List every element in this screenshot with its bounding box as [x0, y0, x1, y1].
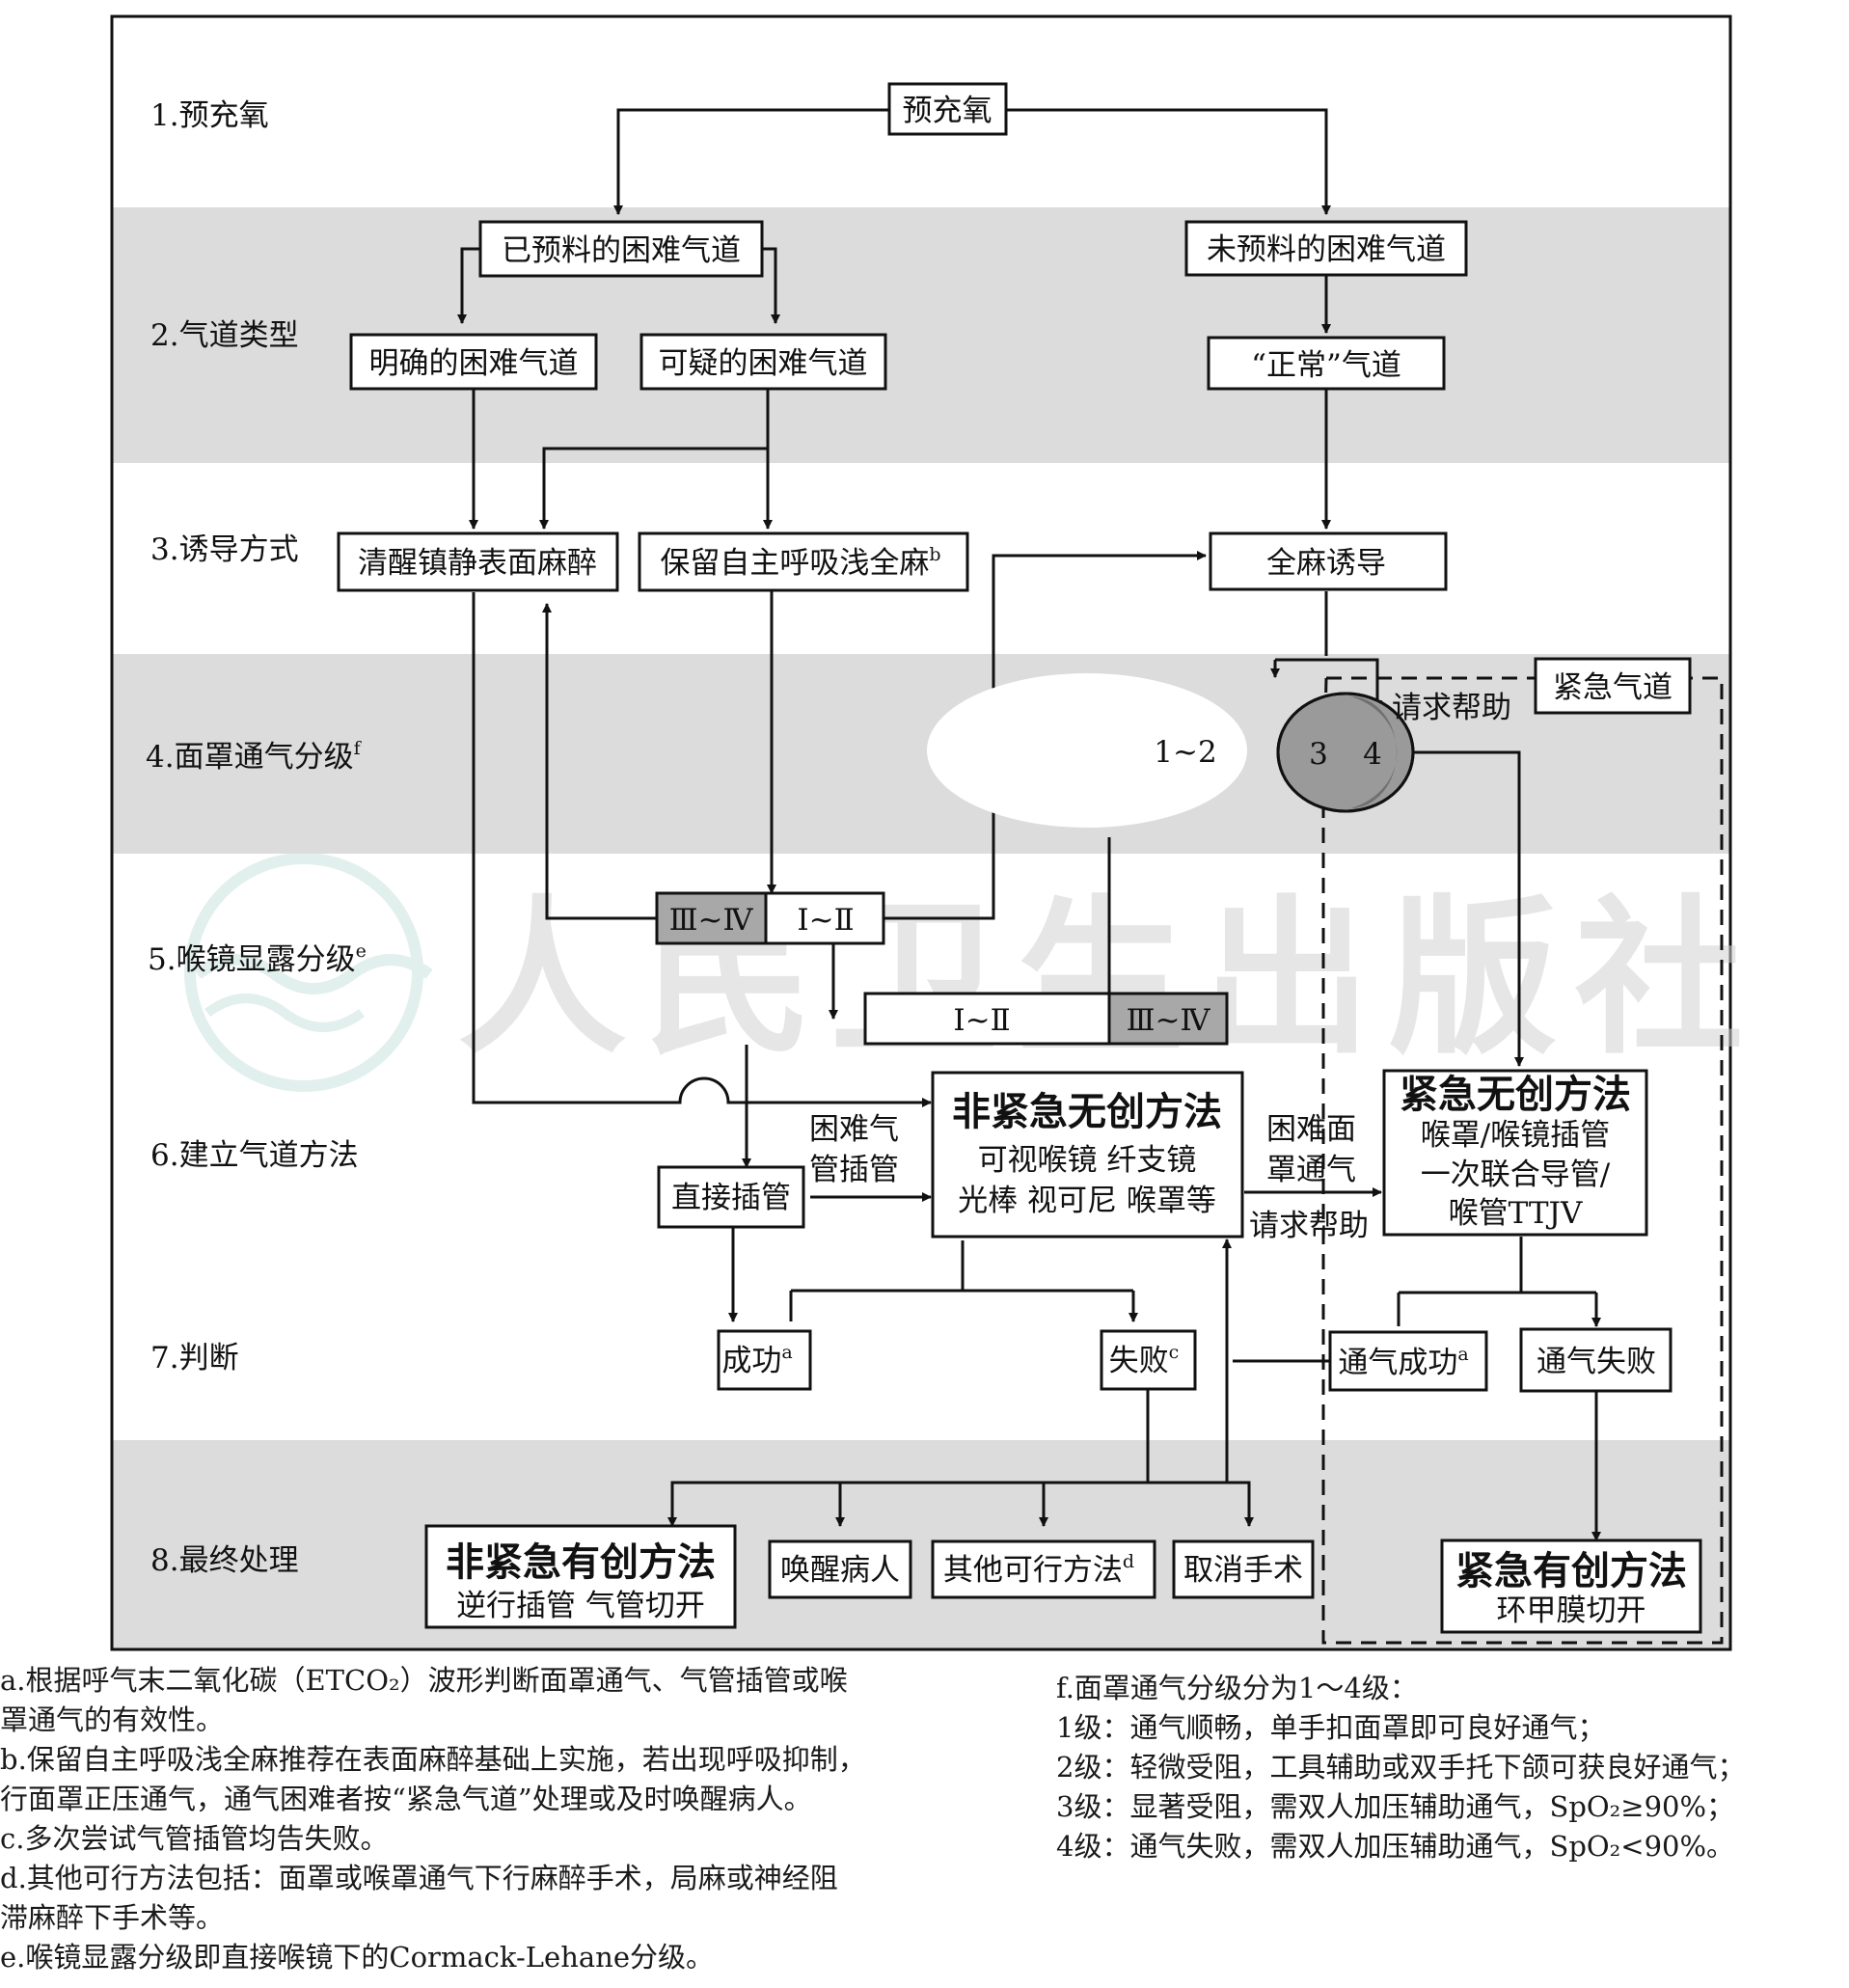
preoxygenation-box [887, 82, 1008, 136]
cancel-surgery-box [1172, 1539, 1315, 1599]
footnote-c: c.多次尝试气管插管均告失败。 [0, 1822, 389, 1855]
emergency-airway-label-text: 紧急气道 [1553, 670, 1672, 705]
wake-patient-text: 唤醒病人 [780, 1553, 900, 1588]
footnote-f-grade3: 3级：显著受阻，需双人加压辅助通气，SpO₂≥90%； [1056, 1790, 1735, 1823]
footnote-b-line1: b.保留自主呼吸浅全麻推荐在表面麻醉基础上实施，若出现呼吸抑制， [0, 1743, 866, 1776]
unanticipated-difficult-airway-box [1184, 220, 1468, 277]
step-label-induction: 3.诱导方式 [150, 532, 299, 567]
ventilation-success-text: 通气成功a [1338, 1344, 1468, 1380]
other-feasible-methods-box [931, 1539, 1156, 1599]
nonurgent-noninvasive-line2: 光棒 视可尼 喉罩等 [958, 1184, 1216, 1218]
cl-grade-bar-upper: Ⅲ~Ⅳ Ⅰ~Ⅱ [655, 891, 885, 945]
nonurgent-noninvasive-title: 非紧急无创方法 [952, 1089, 1222, 1134]
ventilation-failure-text: 通气失败 [1536, 1345, 1656, 1379]
spontaneous-breathing-text: 保留自主呼吸浅全麻b [660, 544, 940, 581]
other-feasible-methods-text: 其他可行方法d [943, 1551, 1134, 1588]
footnote-d-line1: d.其他可行方法包括：面罩或喉罩通气下行麻醉手术，局麻或神经阻 [0, 1862, 838, 1894]
grade-1-2-ellipse [927, 673, 1247, 828]
difficult-mask-line1: 困难面 [1266, 1112, 1356, 1147]
step-label-laryngoscopy: 5.喉镜显露分级e [148, 940, 367, 977]
wake-patient-box [768, 1539, 912, 1599]
difficult-airway-flowchart: 人民卫生出版社 1.预充氧 2.气道类型 3.诱导方式 4.面罩通气分级f 5.… [110, 14, 1744, 1651]
success-text: 成功a [721, 1342, 792, 1378]
difficult-mask-line2: 罩通气 [1266, 1153, 1356, 1187]
suspected-difficult-airway-box [639, 333, 887, 391]
footnote-f-grade2: 2级：轻微受阻，工具辅助或双手托下颌可获良好通气； [1056, 1751, 1746, 1784]
grade-1-2-label: 1~2 [1154, 735, 1216, 770]
footnote-f-grade1: 1级：通气顺畅，单手扣面罩即可良好通气； [1056, 1711, 1606, 1744]
cancel-surgery-text: 取消手术 [1183, 1553, 1303, 1588]
nonurgent-noninvasive-line1: 可视喉镜 纤支镜 [978, 1143, 1197, 1178]
fail-box [1100, 1329, 1197, 1391]
awake-sedation-box [337, 531, 619, 592]
footnote-f-grade4: 4级：通气失败，需双人加压辅助通气，SpO₂<90%。 [1056, 1830, 1735, 1863]
footnote-e: e.喉镜显露分级即直接喉镜下的Cormack-Lehane分级。 [0, 1941, 715, 1974]
step-label-preoxygenation: 1.预充氧 [150, 98, 269, 133]
cl-grade-bar-lower: Ⅰ~Ⅱ Ⅲ~Ⅳ [863, 992, 1229, 1046]
cl-lower-grade-1-2: Ⅰ~Ⅱ [953, 1003, 1010, 1038]
difficult-intubation-line2: 管插管 [809, 1153, 899, 1187]
anticipated-difficult-airway-box [478, 220, 764, 278]
step-label-judgement: 7.判断 [150, 1341, 239, 1375]
grade-3-4-oval [1276, 692, 1415, 813]
urgent-invasive-sub: 环甲膜切开 [1497, 1593, 1646, 1628]
grade-3-label: 3 [1309, 737, 1328, 772]
difficult-intubation-line1: 困难气 [809, 1112, 899, 1147]
footnote-a-line2: 罩通气的有效性。 [0, 1703, 225, 1736]
call-for-help-text: 请求帮助 [1392, 691, 1511, 725]
general-anesthesia-induction-text: 全麻诱导 [1266, 546, 1386, 581]
awake-sedation-text: 清醒镇静表面麻醉 [358, 546, 597, 581]
anticipated-difficult-airway-text: 已预料的困难气道 [502, 233, 741, 268]
normal-airway-box [1207, 336, 1446, 391]
cl-upper-grade-1-2: Ⅰ~Ⅱ [797, 903, 854, 938]
spontaneous-breathing-box [638, 531, 969, 592]
footnotes-left: a.根据呼气末二氧化碳（ETCO₂）波形判断面罩通气、气管插管或喉 罩通气的有效… [0, 1661, 866, 1977]
success-box [717, 1329, 812, 1391]
direct-intubation-box [657, 1165, 805, 1229]
fail-text: 失败c [1109, 1342, 1180, 1378]
suspected-difficult-airway-text: 可疑的困难气道 [659, 346, 868, 381]
ventilation-failure-box [1519, 1327, 1672, 1393]
step-label-mask-grade: 4.面罩通气分级f [146, 738, 363, 775]
preoxygenation-text: 预充氧 [903, 94, 992, 128]
urgent-noninvasive-line2: 一次联合导管/ [1421, 1157, 1611, 1192]
frame-border [110, 14, 1732, 1651]
nonurgent-invasive-title: 非紧急有创方法 [446, 1539, 716, 1585]
footnote-d-line2: 滞麻醉下手术等。 [0, 1901, 225, 1934]
urgent-noninvasive-line3: 喉管TTJV [1449, 1196, 1583, 1231]
call-for-help-2-text: 请求帮助 [1249, 1209, 1369, 1243]
nonurgent-invasive-node: 非紧急有创方法 逆行插管 气管切开 [424, 1524, 737, 1629]
definite-difficult-airway-box [349, 333, 598, 391]
ventilation-success-box [1328, 1330, 1488, 1392]
step-label-airway-type: 2.气道类型 [150, 318, 299, 353]
urgent-noninvasive-node: 紧急无创方法 喉罩/喉镜插管 一次联合导管/ 喉管TTJV [1382, 1069, 1648, 1237]
footnote-a-line1: a.根据呼气末二氧化碳（ETCO₂）波形判断面罩通气、气管插管或喉 [0, 1664, 848, 1697]
footnote-b-line2: 行面罩正压通气，通气困难者按“紧急气道”处理或及时唤醒病人。 [0, 1783, 812, 1815]
direct-intubation-text: 直接插管 [671, 1181, 791, 1215]
urgent-invasive-title: 紧急有创方法 [1455, 1548, 1687, 1593]
nonurgent-invasive-sub: 逆行插管 气管切开 [456, 1589, 705, 1623]
emergency-airway-label-box [1534, 657, 1692, 715]
step-label-final: 8.最终处理 [150, 1543, 299, 1578]
nonurgent-noninvasive-node: 非紧急无创方法 可视喉镜 纤支镜 光棒 视可尼 喉罩等 [931, 1071, 1244, 1239]
cl-upper-grade-3-4: Ⅲ~Ⅳ [669, 903, 754, 938]
urgent-invasive-node: 紧急有创方法 环甲膜切开 [1440, 1539, 1702, 1634]
urgent-noninvasive-line1: 喉罩/喉镜插管 [1421, 1118, 1610, 1153]
definite-difficult-airway-text: 明确的困难气道 [369, 346, 579, 381]
normal-airway-text: “正常”气道 [1251, 348, 1401, 383]
step-label-airway-method: 6.建立气道方法 [150, 1138, 359, 1173]
grade-4-label: 4 [1363, 737, 1382, 772]
footnote-f-title: f.面罩通气分级分为1～4级： [1056, 1672, 1418, 1704]
connectors [457, 108, 1596, 1541]
cl-lower-grade-3-4: Ⅲ~Ⅳ [1127, 1003, 1211, 1038]
footnotes-right: f.面罩通气分级分为1～4级： 1级：通气顺畅，单手扣面罩即可良好通气； 2级：… [1056, 1669, 1745, 1866]
unanticipated-difficult-airway-text: 未预料的困难气道 [1207, 232, 1446, 267]
general-anesthesia-induction-box [1209, 531, 1448, 591]
urgent-noninvasive-title: 紧急无创方法 [1400, 1072, 1631, 1117]
